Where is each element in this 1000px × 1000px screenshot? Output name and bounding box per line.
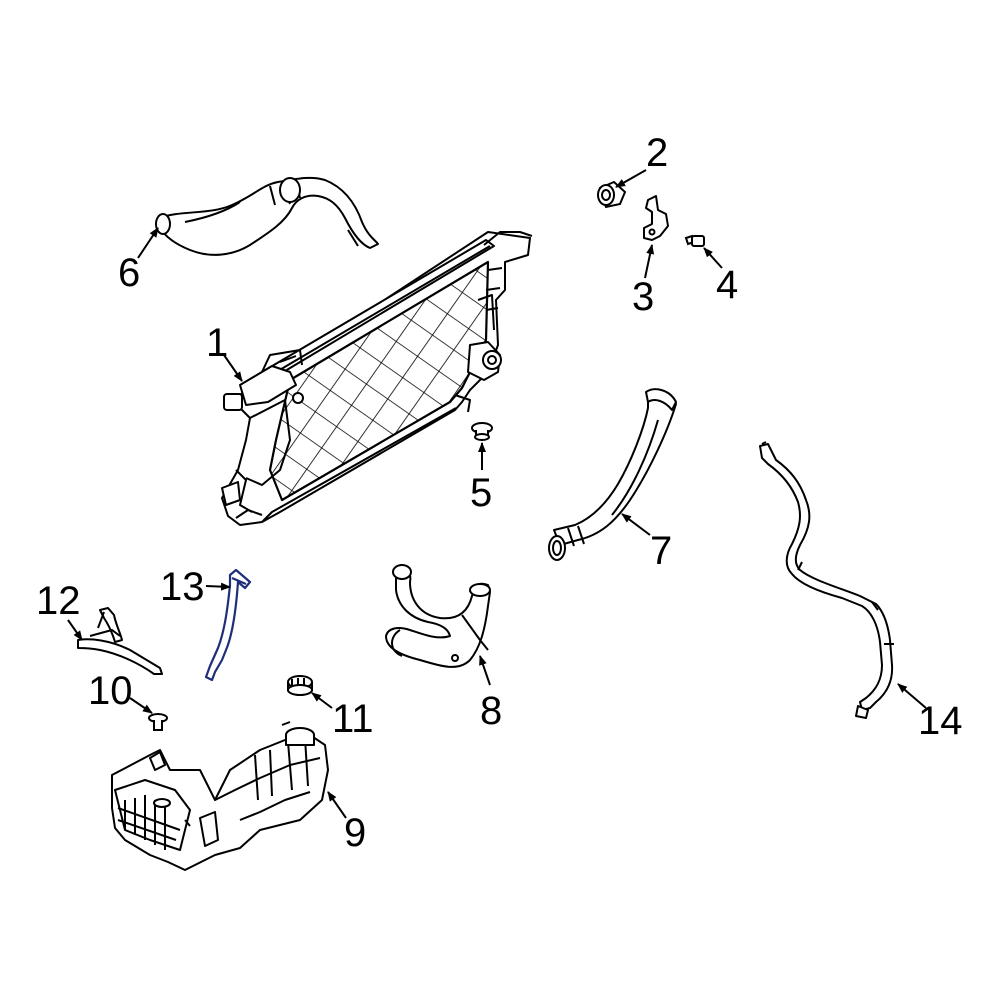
leader-10 [129,697,153,714]
callout-8: 8 [480,689,502,733]
callout-7: 7 [650,529,672,573]
leader-3 [644,244,655,279]
leader-2 [615,169,647,188]
callout-9: 9 [344,811,366,855]
reservoir-cap [287,675,313,696]
mount-insulator [471,422,493,441]
bypass-hose [759,441,894,719]
grommet [597,180,627,209]
leader-11 [311,692,333,709]
leader-6 [137,227,159,259]
callout-12: 12 [36,579,81,623]
callout-3: 3 [632,275,654,319]
callout-5: 5 [470,471,492,515]
leader-9 [327,791,347,819]
upper-hose [155,176,379,256]
callout-labels: 1 2 3 4 5 6 7 8 9 10 11 12 13 14 [36,131,963,855]
lower-hose [548,388,677,561]
callout-11: 11 [332,697,374,741]
leader-12 [67,619,83,641]
callout-2: 2 [646,131,668,175]
leader-7 [621,513,651,536]
leader-4 [703,247,723,269]
bracket [643,195,669,241]
push-pin [148,713,168,731]
bolt [684,234,705,247]
leader-13 [205,582,231,591]
callout-4: 4 [716,263,738,307]
leader-lines [67,169,927,819]
radiator [221,231,533,526]
hose-assembly [385,564,491,668]
callout-1: 1 [206,321,228,365]
overflow-hose [77,607,163,675]
highlighted-hose [204,568,252,682]
reservoir-tank [111,721,329,871]
leader-1 [223,354,243,382]
callout-10: 10 [88,669,133,713]
callout-13: 13 [160,565,205,609]
leader-8 [479,655,491,686]
callout-14: 14 [918,699,963,743]
callout-6: 6 [118,251,140,295]
leader-14 [897,683,927,709]
